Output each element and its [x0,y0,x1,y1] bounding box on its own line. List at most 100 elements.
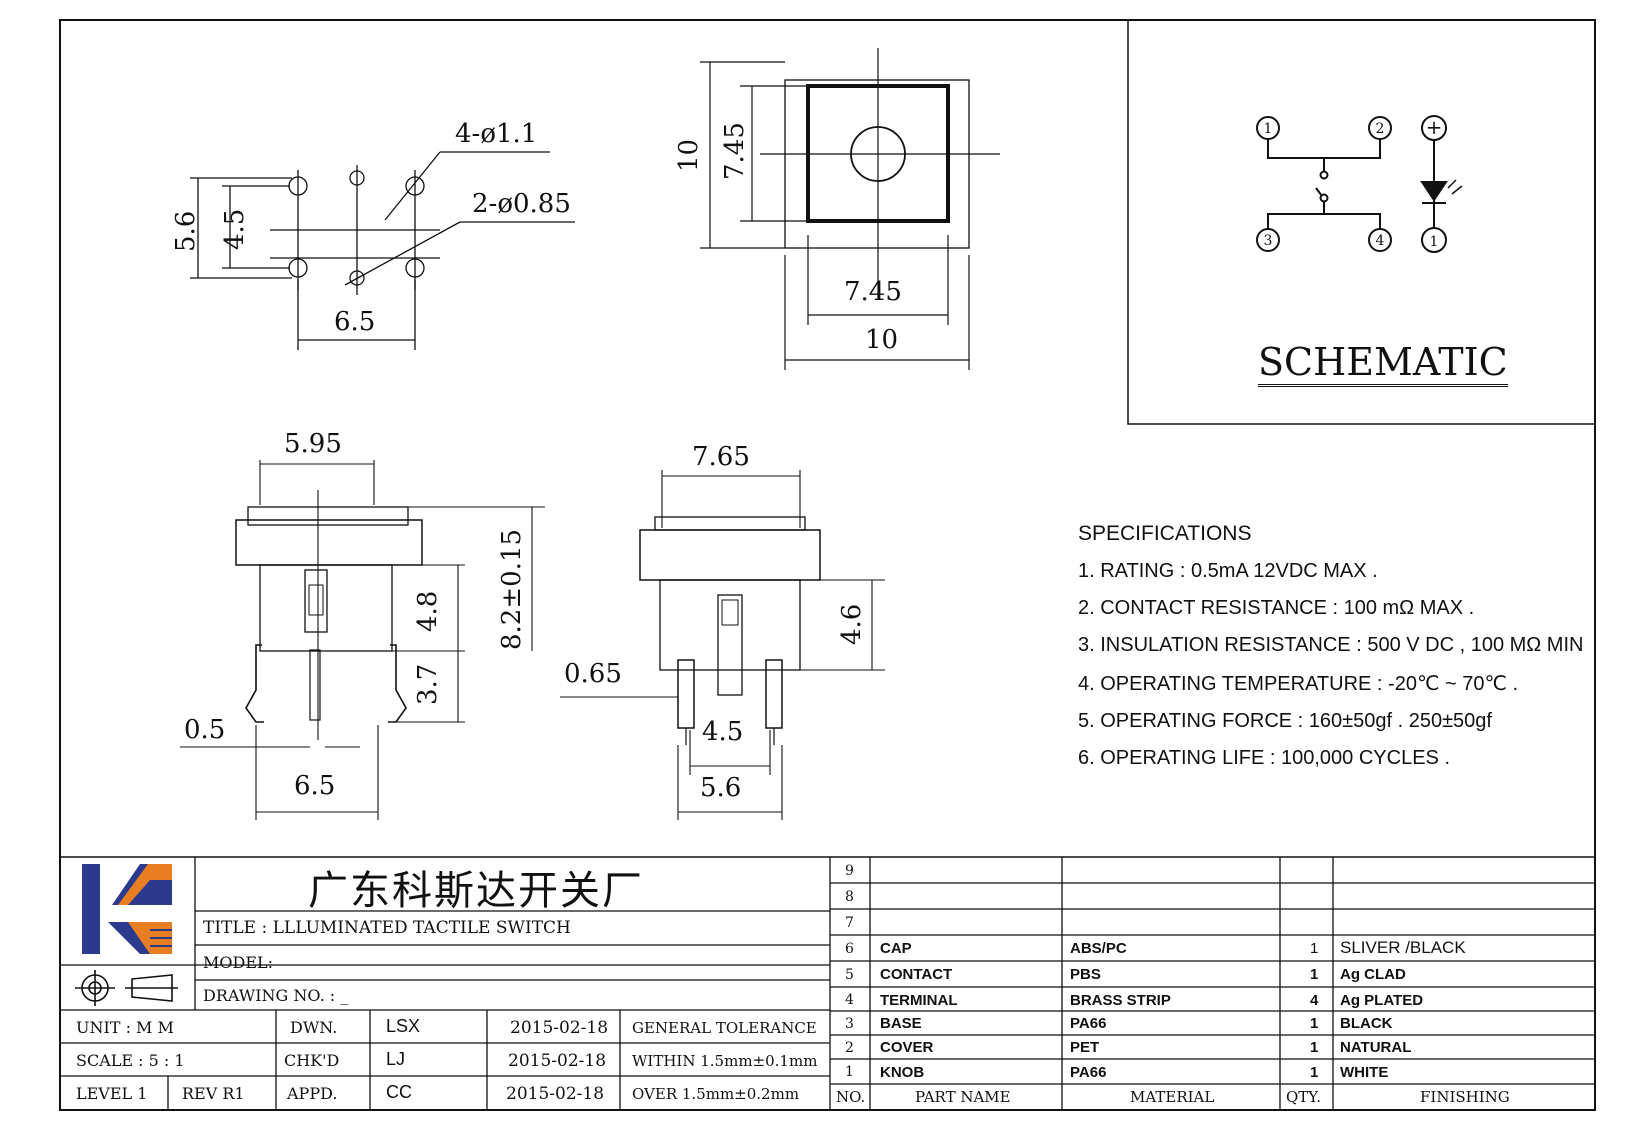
dim-front-pin-span: 6.5 [294,771,335,801]
level-field: LEVEL 1 [76,1084,148,1103]
dim-side-pin-thickness: 0.65 [564,659,622,689]
bom-finishing: WHITE [1340,1064,1389,1081]
schematic-title: SCHEMATIC [1258,340,1508,387]
top-view [700,48,1000,370]
spec-operating-force: 5. OPERATING FORCE : 160±50gf . 250±50gf [1078,710,1492,732]
bom-row-no: 5 [845,967,854,983]
bom-qty: 1 [1310,966,1319,983]
bom-qty: 1 [1310,940,1319,957]
bom-row-no: 6 [845,941,854,957]
bom-finishing: NATURAL [1340,1039,1412,1056]
bom-material: PA66 [1070,1015,1107,1032]
bom-part-name: BASE [880,1015,922,1032]
drawn-by: LSX [386,1016,421,1036]
bottom-view [190,151,575,350]
tolerance-over: OVER 1.5mm±0.2mm [632,1085,800,1103]
bom-header-no: NO. [836,1088,866,1106]
tolerance-within: WITHIN 1.5mm±0.1mm [632,1052,818,1070]
bom-row-no: 4 [845,992,854,1008]
specifications: SPECIFICATIONS 1. RATING : 0.5mA 12VDC M… [1078,522,1583,770]
bom-part-name: CONTACT [880,966,953,983]
bom-part-name: CAP [880,940,912,957]
bom-row-no: 7 [845,915,854,931]
scale-field: SCALE : 5 : 1 [76,1051,185,1070]
bom-finishing: Ag CLAD [1340,966,1406,983]
projection-symbol [75,970,178,1006]
dim-front-lower-height: 3.7 [413,664,443,705]
dim-front-upper-height: 4.8 [413,591,443,632]
spec-operating-life: 6. OPERATING LIFE : 100,000 CYCLES . [1078,747,1451,769]
svg-text:+: + [1426,115,1443,139]
bom-header-finishing: FINISHING [1420,1088,1510,1106]
dim-top-height-inner: 7.45 [720,122,750,180]
bom-material: PET [1070,1039,1100,1056]
dim-side-width: 7.65 [692,442,750,472]
drawn-date: 2015-02-18 [510,1018,609,1038]
bom-finishing: SLIVER /BLACK [1340,938,1466,957]
svg-text:4: 4 [1376,233,1385,249]
approved-by: CC [386,1082,412,1102]
schematic-pin-labels: 1 2 3 4 + 1 [1264,115,1443,250]
bom-qty: 1 [1310,1064,1319,1081]
bom-part-name: TERMINAL [880,992,958,1009]
specifications-title: SPECIFICATIONS [1078,522,1252,545]
spec-contact-resistance: 2. CONTACT RESISTANCE : 100 mΩ MAX . [1078,597,1475,619]
svg-text:1: 1 [1264,121,1273,137]
svg-text:1: 1 [1430,234,1439,250]
checked-label: CHK'D [284,1051,340,1070]
bom-material: PBS [1070,966,1101,983]
bom-header-material: MATERIAL [1130,1088,1215,1106]
bom-row-no: 8 [845,889,854,905]
dim-led-hole-dia: 2-ø0.85 [472,189,571,219]
spec-operating-temperature: 4. OPERATING TEMPERATURE : -20℃ ~ 70℃ . [1078,673,1519,695]
dim-front-pin-width: 0.5 [184,715,225,745]
spec-rating: 1. RATING : 0.5mA 12VDC MAX . [1078,560,1378,582]
front-view [180,460,545,820]
approved-date: 2015-02-18 [506,1084,605,1104]
company-name: 广东科斯达开关厂 [308,868,644,914]
schematic-diagram [1256,115,1463,253]
dim-side-pin-inner: 4.5 [702,717,743,747]
svg-text:2: 2 [1376,121,1385,137]
svg-text:3: 3 [1264,233,1273,249]
bom-header-qty: QTY. [1286,1088,1322,1106]
drawing-number: DRAWING NO. : _ [203,986,349,1005]
bom-qty: 1 [1310,1015,1319,1032]
bom-part-name: COVER [880,1039,934,1056]
bom-row-no: 1 [845,1064,854,1080]
dim-side-height: 4.6 [837,604,867,645]
bom-finishing: BLACK [1340,1015,1393,1032]
approved-label: APPD. [287,1084,338,1103]
side-view [560,470,885,820]
dim-bottom-height-inner: 4.5 [220,209,250,250]
spec-insulation-resistance: 3. INSULATION RESISTANCE : 500 V DC , 10… [1078,634,1584,656]
bom-qty: 1 [1310,1039,1319,1056]
title-block-grid [60,857,1595,1110]
bom-qty: 4 [1310,992,1319,1009]
bom-material: BRASS STRIP [1070,992,1171,1009]
company-logo [82,864,172,954]
dim-top-height-outer: 10 [674,139,704,172]
checked-by: LJ [386,1049,406,1069]
tolerance-title: GENERAL TOLERANCE [632,1019,817,1037]
bom-material: PA66 [1070,1064,1107,1081]
bom-finishing: Ag PLATED [1340,992,1424,1009]
model-label: MODEL: [203,953,274,972]
dim-bottom-height-outer: 5.6 [171,211,201,252]
checked-date: 2015-02-18 [508,1051,607,1071]
bom-header-part-name: PART NAME [915,1088,1011,1106]
dim-bottom-width: 6.5 [334,307,375,337]
bom-row-no: 3 [845,1016,854,1032]
dim-top-width-inner: 7.45 [844,277,902,307]
drawing-title: TITLE : LLLUMINATED TACTILE SWITCH [203,918,571,938]
bom-row-no: 9 [845,863,854,879]
bom-row-no: 2 [845,1040,854,1056]
dim-front-width: 5.95 [284,429,342,459]
dim-front-total-height: 8.2±0.15 [497,529,527,650]
unit-field: UNIT : M M [76,1018,174,1037]
dim-top-width-outer: 10 [865,325,898,355]
dim-hole-dia: 4-ø1.1 [455,119,537,149]
drawn-label: DWN. [290,1018,338,1037]
dim-side-pin-outer: 5.6 [700,773,741,803]
